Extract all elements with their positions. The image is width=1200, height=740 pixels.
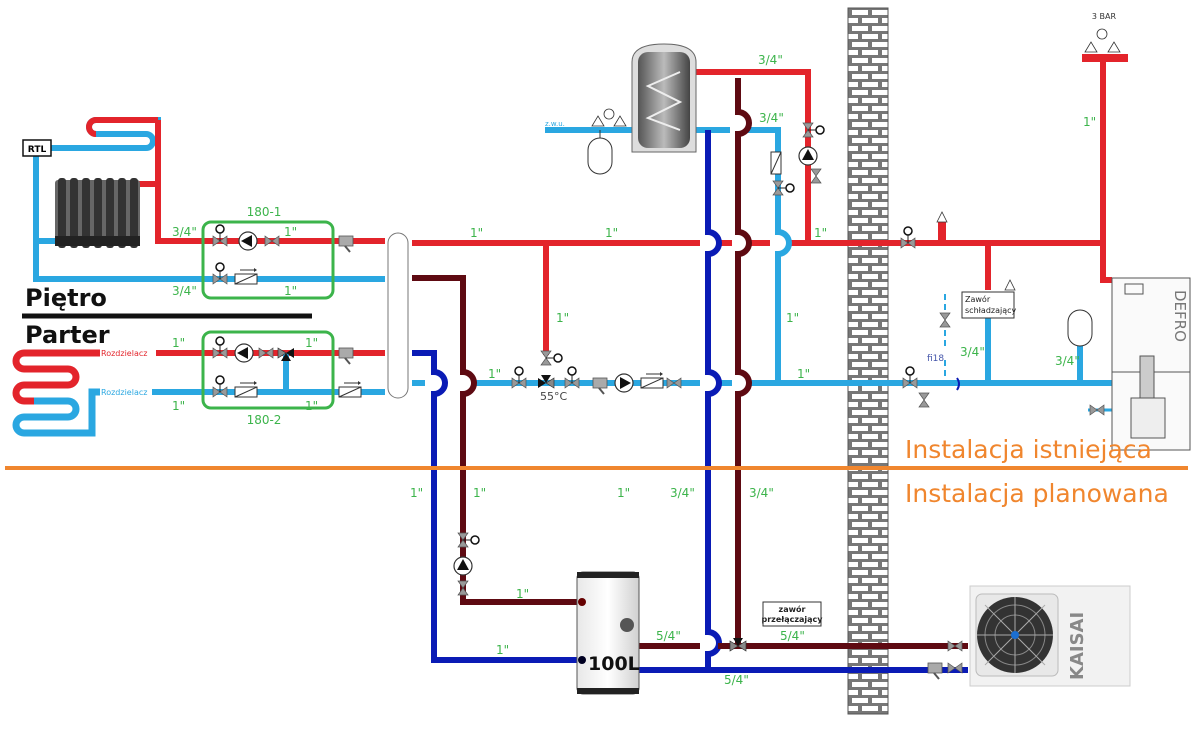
safety-group-boiler-icon (1084, 28, 1121, 53)
radiator (55, 178, 140, 248)
pump-group-180-2 (201, 330, 335, 410)
cold-water-label: z.w.u. (545, 120, 565, 128)
dim-dhw-supply: 3/4" (758, 53, 783, 67)
filter-icon (338, 347, 354, 365)
safety-valve-pressure-label: 3 BAR (1092, 12, 1117, 21)
dim-cooling-branch: 3/4" (960, 345, 985, 359)
drain-valve-icon (918, 392, 930, 408)
dim-buffer-top-conn: 1" (516, 587, 529, 601)
circulation-pump-icon (453, 556, 473, 576)
defro-boiler: DEFRO (1111, 277, 1191, 451)
ball-valve-icon (666, 377, 682, 389)
dim-exp-vessel: 3/4" (1055, 354, 1080, 368)
manifold-return-label: Rozdzielacz (101, 388, 147, 397)
filter-icon (338, 235, 354, 253)
hydraulic-separator (387, 232, 409, 399)
ball-valve-icon (264, 235, 280, 247)
dhw-tank (631, 43, 697, 153)
dim-hp-return: 5/4" (724, 673, 749, 687)
ball-valve-icon (810, 168, 822, 184)
manifold-supply-label: Rozdzielacz (101, 349, 147, 358)
check-valve-icon (640, 371, 664, 389)
expansion-vessel-boiler (1067, 309, 1093, 347)
boiler-brand: DEFRO (1171, 290, 1189, 342)
floor-lower-label: Parter (25, 321, 110, 349)
dim-buffer-bottom-conn: 1" (496, 643, 509, 657)
radiator-circuit (33, 117, 385, 282)
floor-heating-coil (12, 349, 100, 437)
rtl-label: RTL (28, 145, 47, 155)
dim-rad-return: 3/4" (172, 284, 197, 298)
expansion-vessel-dhw (587, 130, 613, 175)
ball-valve-gauge-icon (540, 350, 563, 366)
cooling-valve-label-1: Zawór (965, 294, 991, 304)
switch-valve-label-2: przełączający (761, 615, 823, 624)
dim-g2-supply: 1" (305, 336, 318, 350)
main-pipes (412, 54, 1128, 673)
circulation-pump-icon (234, 343, 254, 363)
dim-g1-return: 1" (284, 284, 297, 298)
dim-drop-supply: 1" (556, 311, 569, 325)
dim-mid-label: 1" (617, 486, 630, 500)
dim-buffer-blue-riser: 1" (410, 486, 423, 500)
switching-valve-icon (729, 638, 747, 652)
floor-upper-label: Piętro (25, 284, 107, 312)
dim-g2-return: 1" (305, 399, 318, 413)
check-valve-vertical-icon (770, 151, 782, 175)
switching-valve-box: zawór przełączający (761, 601, 823, 627)
cooling-valve-label-2: schładzający (965, 306, 1017, 315)
brick-wall (847, 7, 889, 715)
ball-valve-icon (258, 347, 274, 359)
rtl-thermostat: RTL (22, 139, 52, 157)
dim-right-riser: 1" (1083, 115, 1096, 129)
check-valve-icon (338, 380, 362, 398)
ball-valve-icon (939, 312, 951, 328)
check-valve-icon (234, 380, 258, 398)
circulation-pump-icon (614, 373, 634, 393)
pump-group-180-1 (201, 220, 335, 300)
kaisai-heat-pump: KAISAI (969, 585, 1131, 687)
dim-buffer-maroon-riser: 1" (473, 486, 486, 500)
section-planned-label: Instalacja planowana (905, 479, 1169, 508)
dim-rad-supply: 3/4" (172, 225, 197, 239)
dim-floor-return: 1" (172, 399, 185, 413)
dim-hp-blue-riser: 3/4" (670, 486, 695, 500)
ball-valve-icon (457, 580, 469, 596)
dim-main-return-right: 1" (797, 367, 810, 381)
group-180-1-label: 180-1 (247, 205, 282, 219)
dim-buffer-out: 5/4" (656, 629, 681, 643)
dim-g1-supply: 1" (284, 225, 297, 239)
dim-riser-top: 1" (814, 226, 827, 240)
dim-floor-supply: 1" (172, 336, 185, 350)
circulation-pump-icon (798, 146, 818, 166)
dim-hp-maroon-riser: 3/4" (749, 486, 774, 500)
dim-main-supply-a: 1" (470, 226, 483, 240)
ball-valve-icon (947, 640, 963, 652)
safety-valve-icon (936, 211, 1016, 291)
group-180-2-label: 180-2 (247, 413, 282, 427)
drain-valve-icon (1089, 404, 1105, 416)
safety-group-dhw-icon (591, 108, 627, 127)
dim-dhw-return: 3/4" (759, 111, 784, 125)
switch-valve-label-1: zawór (779, 604, 806, 614)
three-way-mixing-valve-icon (277, 347, 294, 361)
heat-pump-brand: KAISAI (1067, 612, 1088, 680)
buffer-tank-label: 100L (588, 653, 640, 675)
section-existing-label: Instalacja istniejąca (905, 435, 1152, 464)
mixing-temp-label: 55°C (540, 390, 567, 403)
dim-mix-return: 1" (488, 367, 501, 381)
three-way-valve-55c-icon (538, 375, 555, 389)
fi18-label: fi18 (927, 354, 944, 364)
cooling-valve-box: Zawór schładzający (961, 291, 1017, 319)
filter-icon (592, 377, 608, 395)
buffer-tank (576, 571, 640, 695)
filter-icon (927, 662, 943, 680)
circulation-pump-icon (238, 231, 258, 251)
check-valve-icon (234, 267, 258, 285)
dim-hp-supply: 5/4" (780, 629, 805, 643)
dim-main-supply-b: 1" (605, 226, 618, 240)
dim-return-riser: 1" (786, 311, 799, 325)
